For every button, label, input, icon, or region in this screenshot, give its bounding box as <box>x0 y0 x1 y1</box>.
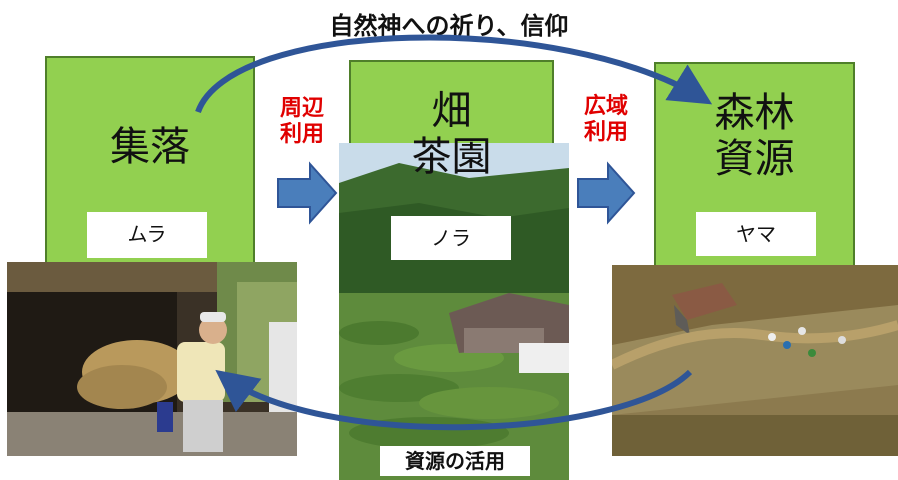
arrow-label-nearby-use: 周辺 利用 <box>279 96 324 147</box>
node-village-title: 集落 <box>110 124 190 170</box>
block-arrow-1 <box>277 161 338 225</box>
node-field-sub: ノラ <box>391 216 511 260</box>
resource-arc-arrow <box>215 369 693 431</box>
photo-village-worker <box>7 262 297 456</box>
block-arrow-2 <box>577 161 636 225</box>
node-field-title: 畑 茶園 <box>411 88 492 180</box>
node-forest-sub: ヤマ <box>696 212 816 256</box>
node-field: 畑 茶園 ノラ <box>349 60 554 270</box>
node-village: 集落 ムラ <box>45 56 255 270</box>
photo-forest-clearing <box>612 265 898 456</box>
node-village-sub: ムラ <box>87 212 207 258</box>
arrow-label-wide-use: 広域 利用 <box>583 94 628 145</box>
prayer-arc-arrow <box>195 34 713 114</box>
resource-use-label: 資源の活用 <box>380 446 530 476</box>
node-forest-title: 森林 資源 <box>714 90 795 182</box>
